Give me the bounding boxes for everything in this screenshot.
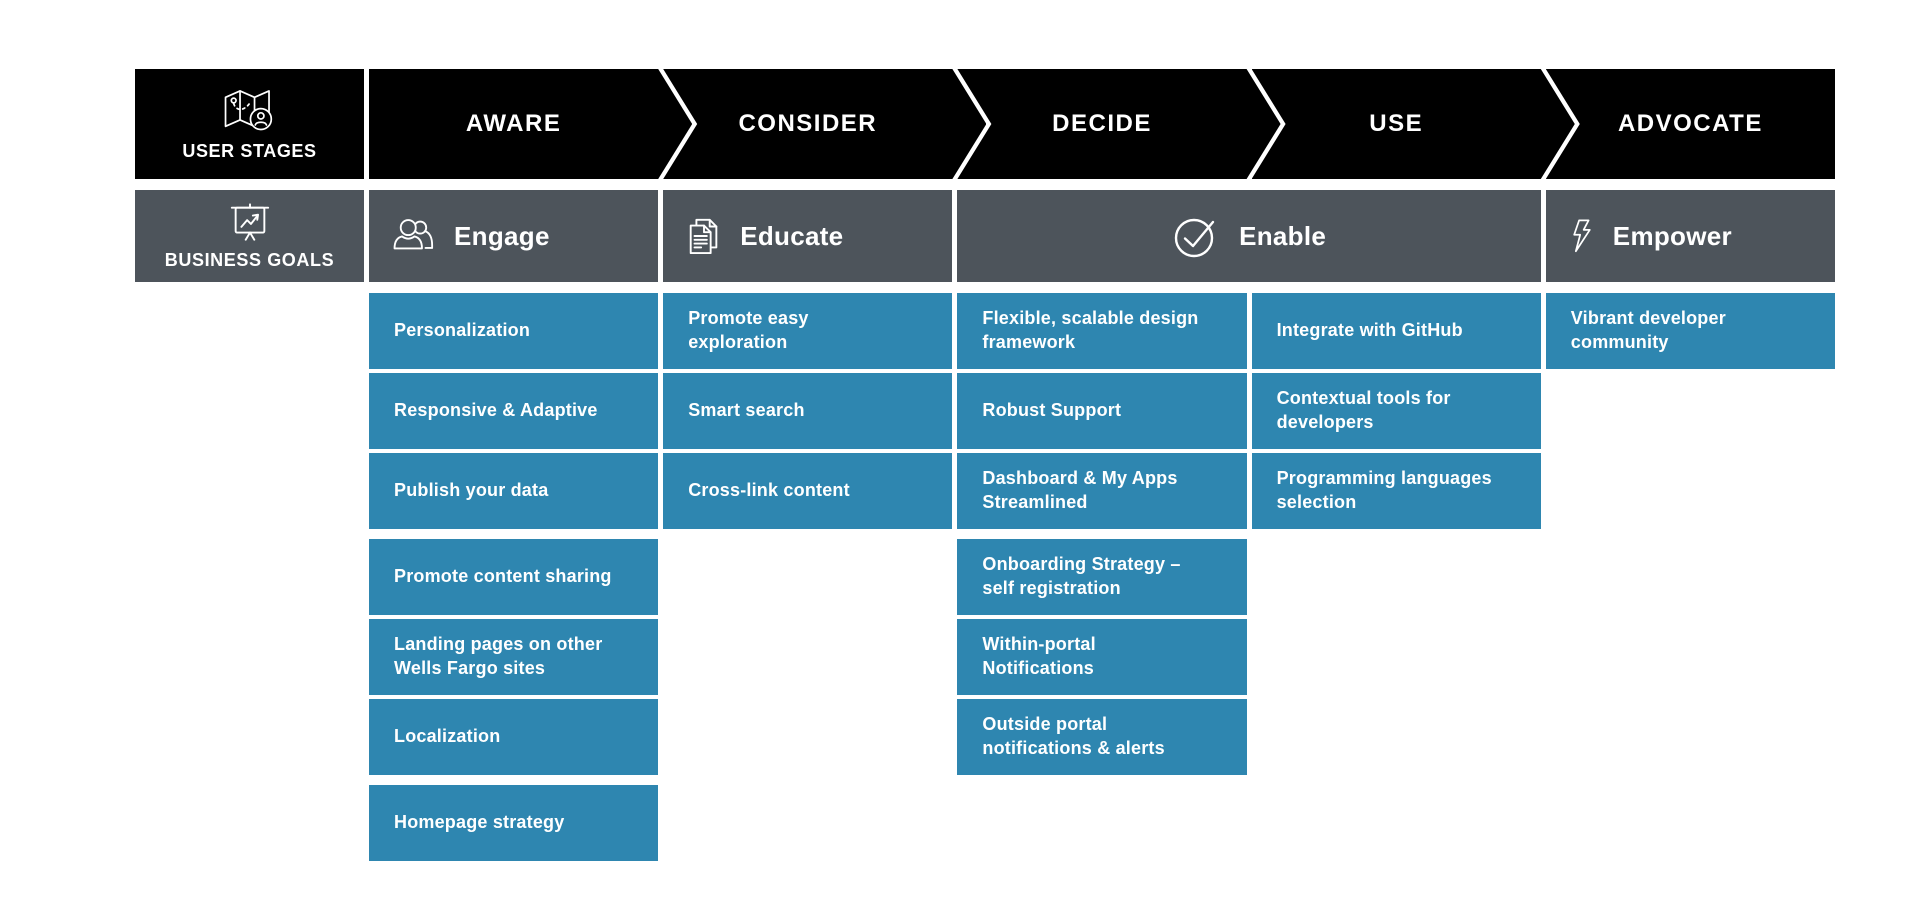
stage-header-use: USE (1252, 69, 1575, 179)
item-box: Flexible, scalable design framework (957, 293, 1247, 369)
item-box: Within-portal Notifications (957, 619, 1247, 695)
stage-header-advocate: ADVOCATE (1545, 69, 1835, 179)
item-group: Onboarding Strategy – self registration … (957, 539, 1247, 775)
item-box: Homepage strategy (369, 785, 659, 861)
item-group: Integrate with GitHub Contextual tools f… (1251, 293, 1541, 529)
stage-label: ADVOCATE (1617, 110, 1763, 137)
item-group: Promote easy exploration Smart search Cr… (663, 293, 953, 529)
stage-header-aware: AWARE (369, 69, 692, 179)
item-box: Cross-link content (663, 453, 953, 529)
goal-label: Enable (1239, 220, 1327, 251)
map-icon (224, 90, 272, 131)
business-goals-label: BUSINESS GOALS (164, 250, 335, 270)
documents-icon (689, 218, 718, 255)
goal-bar-enable: Enable (957, 190, 1541, 282)
item-group: Vibrant developer community (1545, 293, 1835, 369)
item-box: Promote easy exploration (663, 293, 953, 369)
item-box: Integrate with GitHub (1251, 293, 1541, 369)
business-goals-label-box: BUSINESS GOALS (135, 190, 364, 282)
items-column-aware: Personalization Responsive & Adaptive Pu… (369, 293, 659, 861)
items-column-consider: Promote easy exploration Smart search Cr… (663, 293, 953, 861)
item-group: Flexible, scalable design framework Robu… (957, 293, 1247, 529)
item-group: Homepage strategy (369, 785, 659, 861)
user-stages-label: USER STAGES (182, 141, 317, 161)
presentation-chart-icon (230, 203, 269, 241)
goal-label: Empower (1612, 220, 1732, 251)
item-box: Dashboard & My Apps Streamlined (957, 453, 1247, 529)
stage-label: AWARE (465, 110, 562, 137)
lightning-icon (1573, 219, 1591, 253)
item-box: Onboarding Strategy – self registration (957, 539, 1247, 615)
goal-label: Educate (740, 220, 844, 251)
item-box: Responsive & Adaptive (369, 373, 659, 449)
item-box: Vibrant developer community (1545, 293, 1835, 369)
stage-header-decide: DECIDE (957, 69, 1280, 179)
item-box: Outside portal notifications & alerts (957, 699, 1247, 775)
check-circle-icon (1174, 218, 1215, 258)
items-column-advocate: Vibrant developer community (1545, 293, 1835, 861)
user-journey-map: USER STAGES AWARE CONSIDER DECIDE USE AD… (135, 69, 1835, 861)
goal-bar-engage: Engage (369, 190, 659, 282)
goal-bar-educate: Educate (663, 190, 953, 282)
goal-label: Engage (454, 220, 550, 251)
item-box: Programming languages selection (1251, 453, 1541, 529)
item-box: Smart search (663, 373, 953, 449)
item-group: Promote content sharing Landing pages on… (369, 539, 659, 775)
goal-bar-empower: Empower (1545, 190, 1835, 282)
item-box: Localization (369, 699, 659, 775)
item-box: Personalization (369, 293, 659, 369)
item-box: Publish your data (369, 453, 659, 529)
stage-label: DECIDE (1052, 110, 1152, 137)
item-box: Promote content sharing (369, 539, 659, 615)
stage-label: USE (1369, 110, 1424, 137)
items-column-use: Integrate with GitHub Contextual tools f… (1251, 293, 1541, 861)
item-group: Personalization Responsive & Adaptive Pu… (369, 293, 659, 529)
people-icon (393, 219, 434, 250)
item-box: Contextual tools for developers (1251, 373, 1541, 449)
item-box: Robust Support (957, 373, 1247, 449)
user-stages-label-box: USER STAGES (135, 69, 364, 179)
stage-header-consider: CONSIDER (663, 69, 986, 179)
items-column-decide: Flexible, scalable design framework Robu… (957, 293, 1247, 861)
item-box: Landing pages on other Wells Fargo sites (369, 619, 659, 695)
stage-label: CONSIDER (738, 110, 878, 137)
